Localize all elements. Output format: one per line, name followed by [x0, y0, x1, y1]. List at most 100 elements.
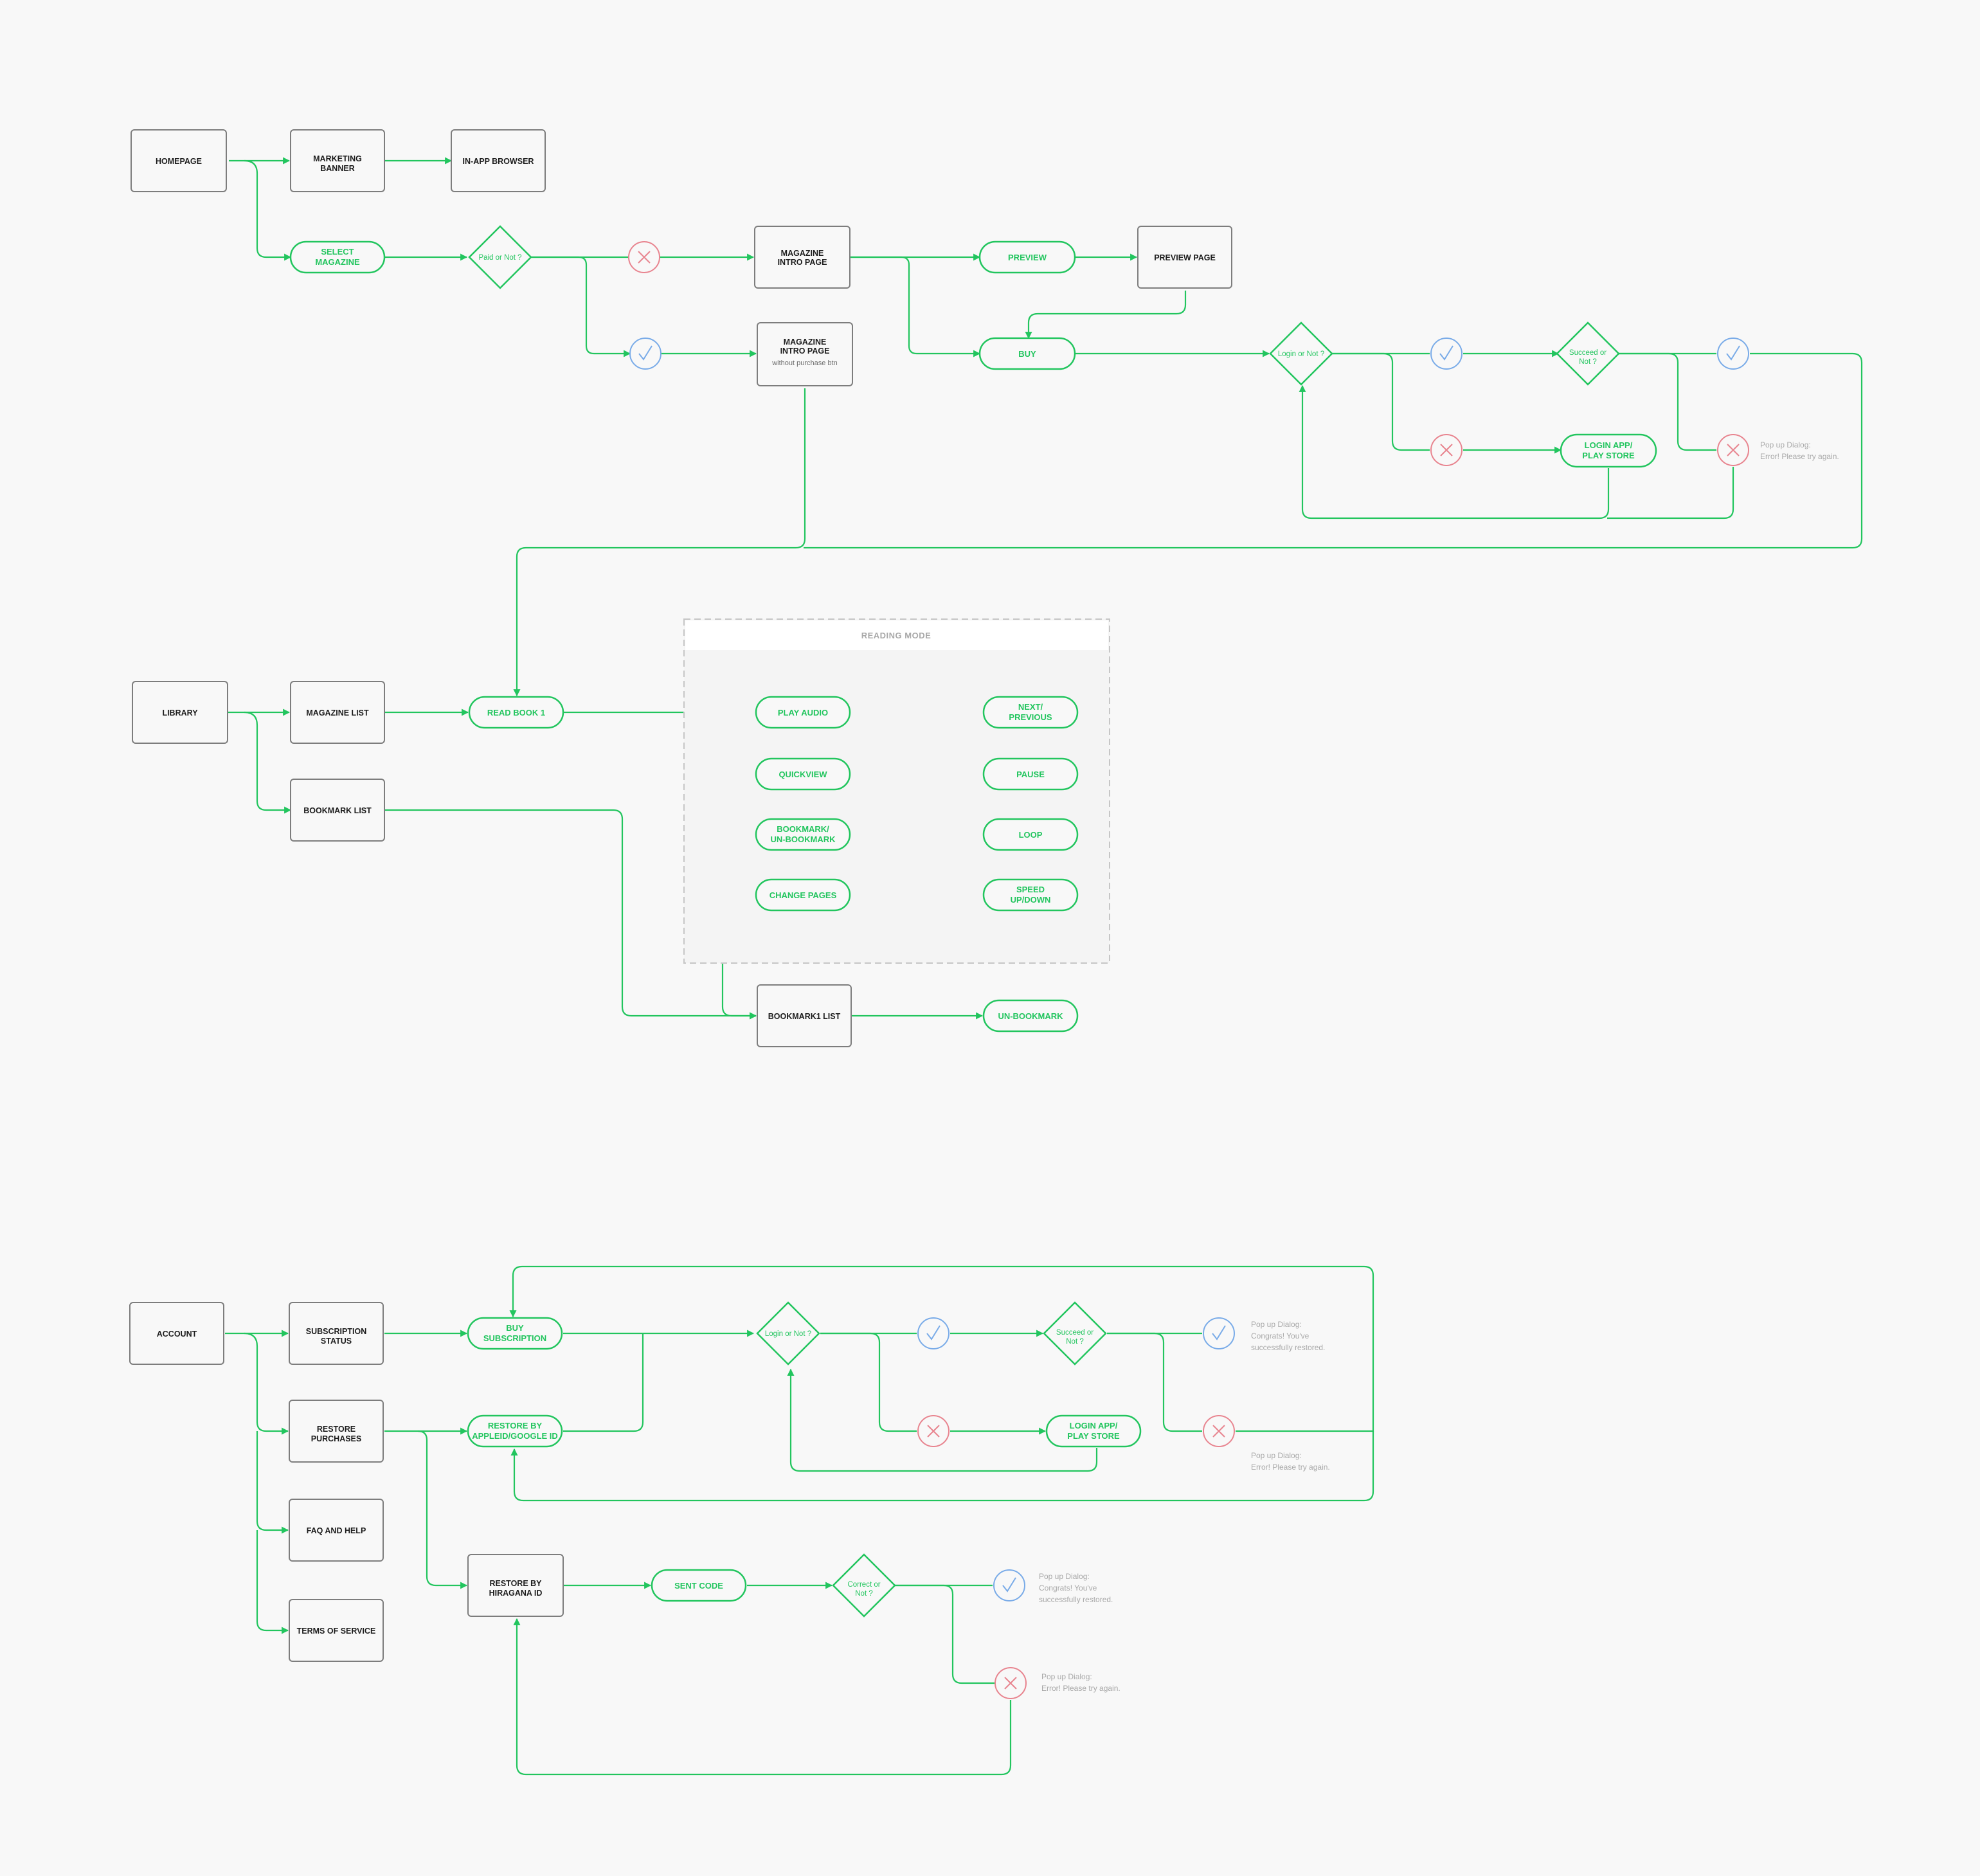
un-bookmark-pill[interactable]: UN-BOOKMARK	[982, 999, 1079, 1033]
succeed-or-not-label-3: Succeed or	[1056, 1329, 1094, 1337]
restore-by-hiragana-box[interactable]: RESTORE BY HIRAGANA ID	[467, 1554, 564, 1617]
popup-success-line-2: Congrats! You've	[1251, 1331, 1310, 1340]
popup-error-line-3: Pop up Dialog:	[1251, 1451, 1302, 1460]
magazine-intro-page-box[interactable]: MAGAZINE INTRO PAGE	[754, 226, 851, 289]
speed-pill[interactable]: SPEED UP/DOWN	[982, 878, 1079, 912]
bookmark1-list-box[interactable]: BOOKMARK1 LIST	[757, 984, 852, 1047]
login-app-play-store-pill[interactable]: LOGIN APP/ PLAY STORE	[1560, 433, 1657, 468]
read-book-label: READ BOOK 1	[487, 708, 545, 717]
faq-help-label: FAQ AND HELP	[307, 1526, 366, 1535]
succeed-or-not-decision-2: Succeed or Not ?	[1043, 1301, 1107, 1366]
check-icon	[1717, 338, 1749, 370]
preview-pill[interactable]: PREVIEW	[978, 240, 1076, 274]
popup-error-line-2: Error! Please try again.	[1760, 452, 1839, 461]
login-or-not-decision: Login or Not ?	[1269, 321, 1333, 386]
magazine-intro-label-2: INTRO PAGE	[778, 258, 827, 267]
pause-label: PAUSE	[1016, 770, 1045, 779]
bookmark-list-box[interactable]: BOOKMARK LIST	[290, 779, 385, 842]
popup-success-note: Pop up Dialog: Congrats! You've successf…	[1251, 1320, 1325, 1352]
terms-label: TERMS OF SERVICE	[297, 1627, 376, 1636]
check-icon	[993, 1569, 1025, 1601]
loop-pill[interactable]: LOOP	[982, 818, 1079, 851]
magazine-intro-2-label-2: INTRO PAGE	[780, 347, 830, 356]
next-previous-pill[interactable]: NEXT/ PREVIOUS	[982, 696, 1079, 729]
select-magazine-label-2: MAGAZINE	[315, 257, 360, 267]
play-audio-label: PLAY AUDIO	[778, 708, 828, 717]
un-bookmark-label: UN-BOOKMARK	[998, 1011, 1063, 1021]
terms-box[interactable]: TERMS OF SERVICE	[289, 1599, 384, 1662]
sent-code-pill[interactable]: SENT CODE	[651, 1569, 747, 1602]
popup-success-line-1: Pop up Dialog:	[1251, 1320, 1302, 1329]
cross-icon	[995, 1667, 1027, 1699]
library-box[interactable]: LIBRARY	[132, 681, 228, 744]
change-pages-pill[interactable]: CHANGE PAGES	[755, 878, 851, 912]
cross-icon	[1430, 434, 1462, 466]
login-or-not-label: Login or Not ?	[1278, 350, 1324, 358]
login-app-label: LOGIN APP/	[1585, 440, 1633, 450]
bookmark-list-label: BOOKMARK LIST	[303, 806, 372, 815]
popup-success-line-6: successfully restored.	[1039, 1595, 1113, 1604]
login-or-not-label-2: Login or Not ?	[765, 1330, 811, 1338]
select-magazine-pill[interactable]: SELECT MAGAZINE	[289, 240, 386, 274]
without-purchase-btn-note: without purchase btn	[771, 359, 838, 367]
check-icon	[917, 1317, 950, 1349]
popup-error-note-2: Pop up Dialog: Error! Please try again.	[1251, 1451, 1330, 1472]
change-pages-label: CHANGE PAGES	[770, 890, 837, 900]
magazine-list-label: MAGAZINE LIST	[306, 708, 369, 717]
preview-page-label: PREVIEW PAGE	[1154, 253, 1216, 262]
restore-by-appleid-pill[interactable]: RESTORE BY APPLEID/GOOGLE ID	[467, 1414, 563, 1448]
succeed-or-not-label-4: Not ?	[1066, 1338, 1084, 1346]
bookmark-unbookmark-label: BOOKMARK/	[777, 824, 829, 834]
buy-subscription-pill[interactable]: BUY SUBSCRIPTION	[467, 1317, 563, 1350]
quickview-pill[interactable]: QUICKVIEW	[755, 757, 851, 791]
correct-or-not-decision: Correct or Not ?	[832, 1553, 896, 1618]
succeed-or-not-label: Succeed or	[1569, 349, 1607, 357]
in-app-browser-box[interactable]: IN-APP BROWSER	[451, 129, 546, 192]
subscription-status-box[interactable]: SUBSCRIPTION STATUS	[289, 1302, 384, 1365]
preview-page-box[interactable]: PREVIEW PAGE	[1137, 226, 1232, 289]
magazine-intro-2-label: MAGAZINE	[784, 338, 827, 347]
library-label: LIBRARY	[162, 708, 198, 717]
select-magazine-label: SELECT	[321, 247, 354, 257]
login-app-play-store-pill-2[interactable]: LOGIN APP/ PLAY STORE	[1045, 1414, 1142, 1448]
cross-icon	[1203, 1415, 1235, 1447]
bookmark-unbookmark-pill[interactable]: BOOKMARK/ UN-BOOKMARK	[755, 818, 851, 851]
account-box[interactable]: ACCOUNT	[129, 1302, 224, 1365]
correct-or-not-label-2: Not ?	[855, 1590, 873, 1598]
play-audio-pill[interactable]: PLAY AUDIO	[755, 696, 851, 729]
popup-success-note-2: Pop up Dialog: Congrats! You've successf…	[1039, 1572, 1113, 1604]
reading-mode-group: READING MODE	[683, 618, 1110, 964]
homepage-label: HOMEPAGE	[156, 157, 202, 166]
restore-by-hiragana-label: RESTORE BY	[489, 1579, 542, 1588]
popup-success-line-3: successfully restored.	[1251, 1343, 1325, 1352]
popup-success-line-4: Pop up Dialog:	[1039, 1572, 1090, 1581]
read-book-pill[interactable]: READ BOOK 1	[468, 696, 564, 729]
pause-pill[interactable]: PAUSE	[982, 757, 1079, 791]
popup-error-line-4: Error! Please try again.	[1251, 1463, 1330, 1472]
magazine-list-box[interactable]: MAGAZINE LIST	[290, 681, 385, 744]
account-label: ACCOUNT	[157, 1330, 197, 1339]
faq-help-box[interactable]: FAQ AND HELP	[289, 1499, 384, 1562]
homepage-box[interactable]: HOMEPAGE	[130, 129, 227, 192]
restore-purchases-label-2: PURCHASES	[311, 1434, 362, 1443]
popup-success-line-5: Congrats! You've	[1039, 1583, 1097, 1592]
paid-or-not-decision: Paid or Not ?	[468, 225, 532, 289]
restore-purchases-box[interactable]: RESTORE PURCHASES	[289, 1400, 384, 1463]
speed-label-2: UP/DOWN	[1011, 895, 1051, 905]
buy-pill[interactable]: BUY	[978, 337, 1076, 370]
magazine-intro-no-purchase-box[interactable]: MAGAZINE INTRO PAGE without purchase btn	[757, 322, 853, 386]
login-app-label-3: LOGIN APP/	[1070, 1421, 1118, 1430]
buy-subscription-label-2: SUBSCRIPTION	[483, 1333, 546, 1343]
correct-or-not-label: Correct or	[847, 1581, 880, 1589]
popup-error-line-5: Pop up Dialog:	[1041, 1672, 1092, 1681]
succeed-or-not-label-2: Not ?	[1579, 358, 1597, 366]
marketing-banner-box[interactable]: MARKETING BANNER	[290, 129, 385, 192]
restore-purchases-label: RESTORE	[317, 1425, 356, 1434]
popup-error-line-1: Pop up Dialog:	[1760, 440, 1811, 449]
popup-error-line-6: Error! Please try again.	[1041, 1684, 1120, 1693]
loop-label: LOOP	[1019, 830, 1043, 840]
connectors	[225, 157, 1863, 1776]
login-or-not-decision-2: Login or Not ?	[756, 1301, 820, 1366]
bookmark-unbookmark-label-2: UN-BOOKMARK	[770, 834, 836, 844]
